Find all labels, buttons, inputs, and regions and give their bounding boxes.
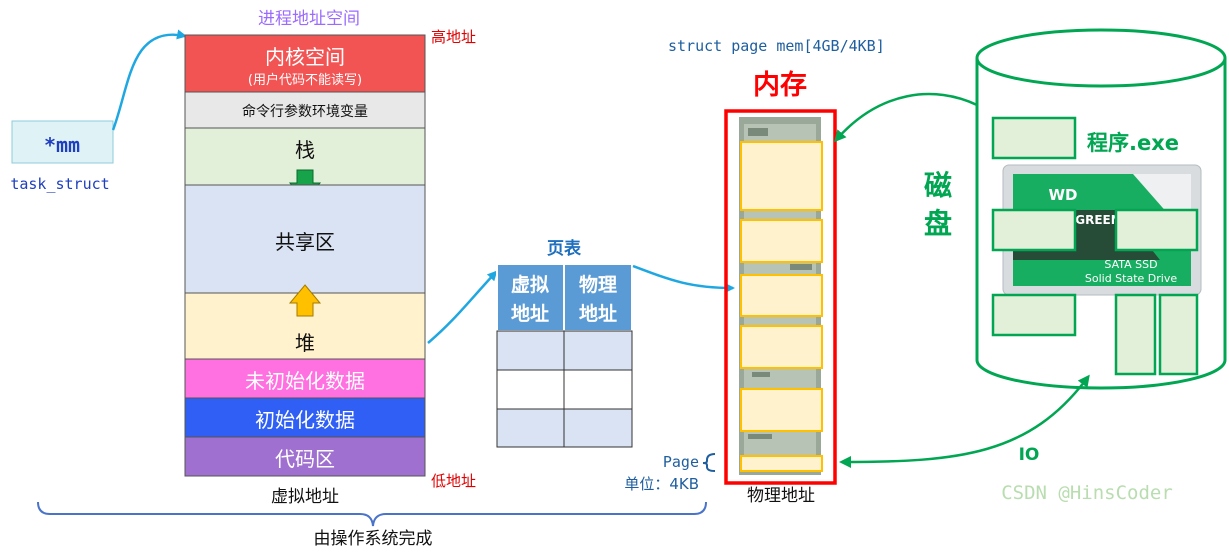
page-table: 页表 虚拟 地址 物理 地址 <box>496 238 633 448</box>
bss-segment <box>184 358 426 399</box>
virtual-address-space: 进程地址空间 高地址 低地址 内核空间 (用户代码不能读写) 命令行参数环境变量… <box>184 9 476 507</box>
kernel-space-note: (用户代码不能读写) <box>248 72 362 88</box>
memory-page-block <box>740 455 823 472</box>
page-brace <box>702 453 716 472</box>
cmdline-env-segment <box>184 91 426 129</box>
memory-page-block <box>740 388 823 432</box>
disk-cylinder-top <box>975 28 1227 88</box>
heap-growth-up-arrow <box>288 284 322 317</box>
stack-label: 栈 <box>295 138 315 162</box>
high-address-label: 高地址 <box>431 28 476 46</box>
os-done-label: 由操作系统完成 <box>314 529 433 549</box>
disk-block <box>1158 293 1199 376</box>
memory-page-block <box>740 219 823 263</box>
virtual-address-caption: 虚拟地址 <box>271 487 339 507</box>
disk-block-program <box>991 116 1077 160</box>
pt-cell <box>563 408 633 448</box>
os-brace <box>37 501 707 527</box>
physical-address-caption: 物理地址 <box>747 486 815 506</box>
text-label: 代码区 <box>275 447 335 471</box>
unit-label: 单位：4KB <box>624 475 699 493</box>
disk: WD GREEN SATA SSD Solid State Drive 程序.e… <box>924 28 1227 390</box>
io-label: IO <box>1019 445 1040 465</box>
disk-block <box>991 208 1077 252</box>
ram-chip <box>748 434 772 439</box>
pt-cell <box>496 369 565 410</box>
disk-block <box>1114 293 1157 376</box>
pt-physical-line1: 物理 <box>579 273 617 296</box>
ssd-green-text: GREEN <box>1075 213 1121 227</box>
shared-segment <box>184 184 426 294</box>
disk-block <box>991 293 1077 337</box>
physical-memory: struct page mem[4GB/4KB] 内存 Page 单位：4KB … <box>624 37 884 506</box>
ram-chip <box>790 264 812 270</box>
pt-cell <box>563 369 633 410</box>
mm-box <box>11 120 114 164</box>
pagetable-to-memory-arrow <box>632 264 735 293</box>
page-label: Page <box>663 453 699 471</box>
pt-header-virtual <box>496 263 565 332</box>
ssd-brand: WD <box>1049 186 1078 204</box>
io-arrow <box>839 374 1090 468</box>
memory-frame <box>724 109 837 485</box>
memory-struct-decl: struct page mem[4GB/4KB] <box>668 37 885 55</box>
pt-physical-line2: 地址 <box>579 302 617 325</box>
pt-cell <box>563 330 633 371</box>
memory-title: 内存 <box>753 70 807 101</box>
pt-virtual-line2: 地址 <box>511 302 549 325</box>
memory-page-block <box>740 141 823 211</box>
shared-label: 共享区 <box>275 230 335 254</box>
ram-chip <box>752 372 770 377</box>
text-segment <box>184 436 426 477</box>
kernel-space-segment <box>184 34 426 93</box>
pt-cell <box>496 408 565 448</box>
memory-page-block <box>740 325 823 369</box>
data-label: 初始化数据 <box>255 408 355 432</box>
disk-to-memory-arrow <box>834 92 978 143</box>
task-struct-label: task_struct <box>10 175 109 193</box>
pt-cell <box>496 330 565 371</box>
vspace-to-pagetable-arrow <box>427 270 498 344</box>
mm-label: *mm <box>44 133 80 157</box>
program-exe-label: 程序.exe <box>1087 131 1179 155</box>
ssd-line2: Solid State Drive <box>1085 272 1177 285</box>
memory-page-block <box>740 274 823 317</box>
heap-label: 堆 <box>295 331 315 355</box>
ssd-line1: SATA SSD <box>1104 258 1157 271</box>
bss-label: 未初始化数据 <box>245 369 365 393</box>
disk-block <box>1114 208 1199 252</box>
page-table-title: 页表 <box>547 238 582 259</box>
disk-title-line2: 盘 <box>924 207 952 240</box>
cmdline-env-label: 命令行参数环境变量 <box>242 103 368 120</box>
vspace-title: 进程地址空间 <box>258 9 360 29</box>
pt-virtual-line1: 虚拟 <box>511 273 549 296</box>
kernel-space-label: 内核空间 <box>265 45 345 69</box>
mm-to-vspace-arrow <box>111 29 187 131</box>
pt-header-physical <box>563 263 633 332</box>
watermark: CSDN @HinsCoder <box>1001 482 1173 504</box>
data-segment <box>184 397 426 438</box>
task-struct: *mm task_struct <box>10 120 114 193</box>
ram-chip <box>748 128 768 136</box>
low-address-label: 低地址 <box>431 472 476 490</box>
disk-title-line1: 磁 <box>924 169 952 202</box>
